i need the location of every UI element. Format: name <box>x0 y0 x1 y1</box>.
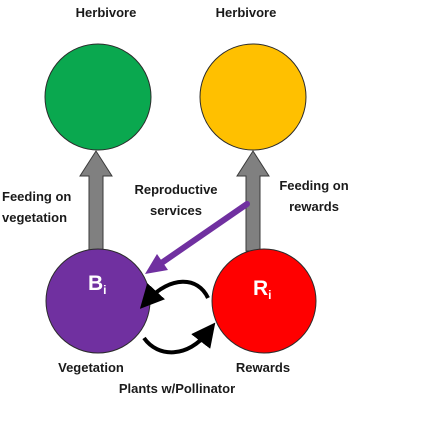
feeding-on-vegetation-arrow <box>79 150 113 252</box>
cycle-arrow-top <box>139 279 210 309</box>
rewards-node-symbol: Ri <box>253 277 272 302</box>
plants-with-pollinator-label: Plants w/Pollinator <box>119 381 235 396</box>
herbivore-right-label: Herbivore <box>216 5 277 20</box>
biomass-node-label: Bi <box>88 272 107 297</box>
reproductive-services-arrowhead <box>145 254 168 274</box>
feeding-on-vegetation-label-line2: vegetation <box>2 210 67 225</box>
rewards-node <box>211 248 317 354</box>
vegetation-label: Vegetation <box>58 360 124 375</box>
feeding-on-rewards-label-line2: rewards <box>289 199 339 214</box>
herbivore-left-label: Herbivore <box>76 5 137 20</box>
cycle-arrow-bottom <box>142 322 216 355</box>
rewards-label: Rewards <box>236 360 290 375</box>
reproductive-services-label-line1: Reproductive <box>134 182 217 197</box>
vegetation-node <box>45 248 151 354</box>
herbivore-right-node <box>199 43 307 151</box>
feeding-on-rewards-label-line1: Feeding on <box>279 178 348 193</box>
reproductive-services-label-line2: services <box>150 203 202 218</box>
feeding-on-rewards-arrow <box>236 150 270 252</box>
herbivore-left-node <box>44 43 152 151</box>
feeding-on-vegetation-label-line1: Feeding on <box>2 189 71 204</box>
reproductive-services-arrow <box>157 201 250 267</box>
